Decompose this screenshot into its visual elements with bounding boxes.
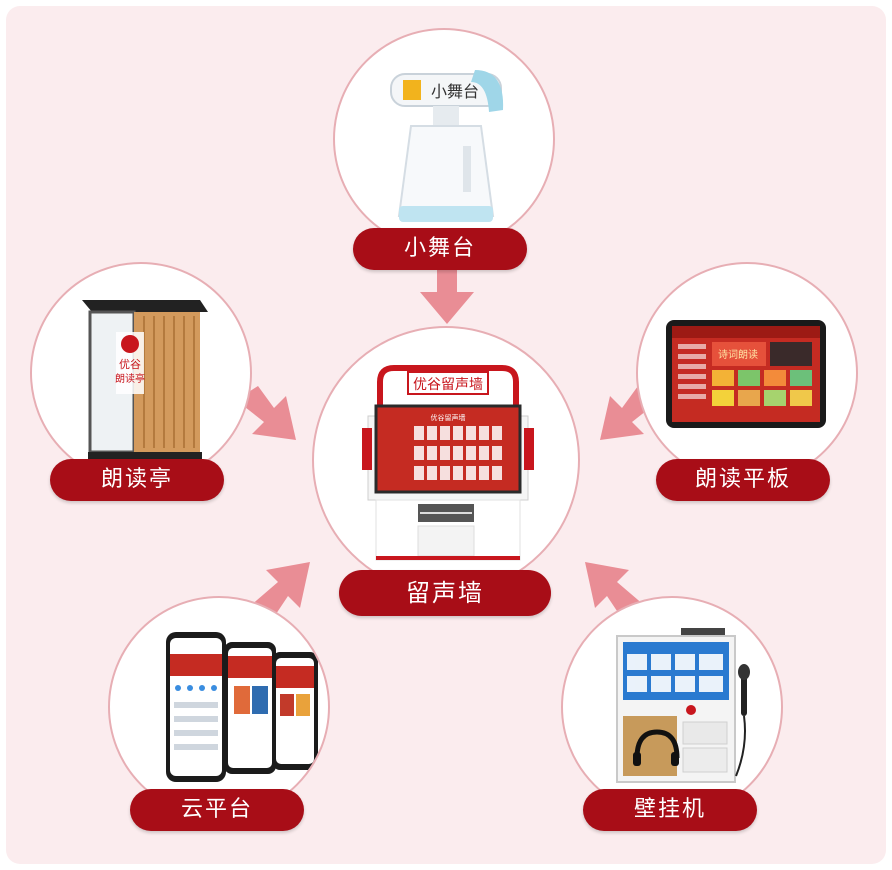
svg-text:朗读亭: 朗读亭 <box>115 372 145 385</box>
booth-device-image: 优谷 朗读亭 <box>82 300 208 460</box>
booth-circle: 优谷 朗读亭 <box>30 262 252 484</box>
arrow-right-icon <box>236 386 296 440</box>
tablet-device-text: 诗词朗读 <box>718 348 758 361</box>
stage-device-text: 小舞台 <box>431 82 479 101</box>
wall-circle <box>561 596 783 818</box>
cloud-device-image <box>166 632 318 782</box>
center-screen-header: 优谷留声墙 <box>431 413 466 422</box>
booth-label[interactable]: 朗读亭 <box>50 459 224 501</box>
center-circle: 优谷留声墙 优谷留声墙 <box>312 326 580 594</box>
stage-label[interactable]: 小舞台 <box>353 228 527 270</box>
booth-device-text: 优谷 <box>119 358 141 371</box>
center-label[interactable]: 留声墙 <box>339 570 551 616</box>
stage-device-image: 小舞台 <box>390 70 504 222</box>
tablet-device-image: 诗词朗读 <box>666 320 826 428</box>
tablet-label[interactable]: 朗读平板 <box>656 459 830 501</box>
stage-circle: 小舞台 <box>333 28 555 250</box>
tablet-circle: 诗词朗读 <box>636 262 858 484</box>
wall-label[interactable]: 壁挂机 <box>583 789 757 831</box>
cloud-label[interactable]: 云平台 <box>130 789 304 831</box>
center-device-image: 优谷留声墙 优谷留声墙 <box>362 365 534 561</box>
cloud-circle <box>108 596 330 818</box>
center-device-title: 优谷留声墙 <box>413 377 483 393</box>
wall-device-image <box>616 628 750 783</box>
arrow-down-icon <box>420 268 474 324</box>
